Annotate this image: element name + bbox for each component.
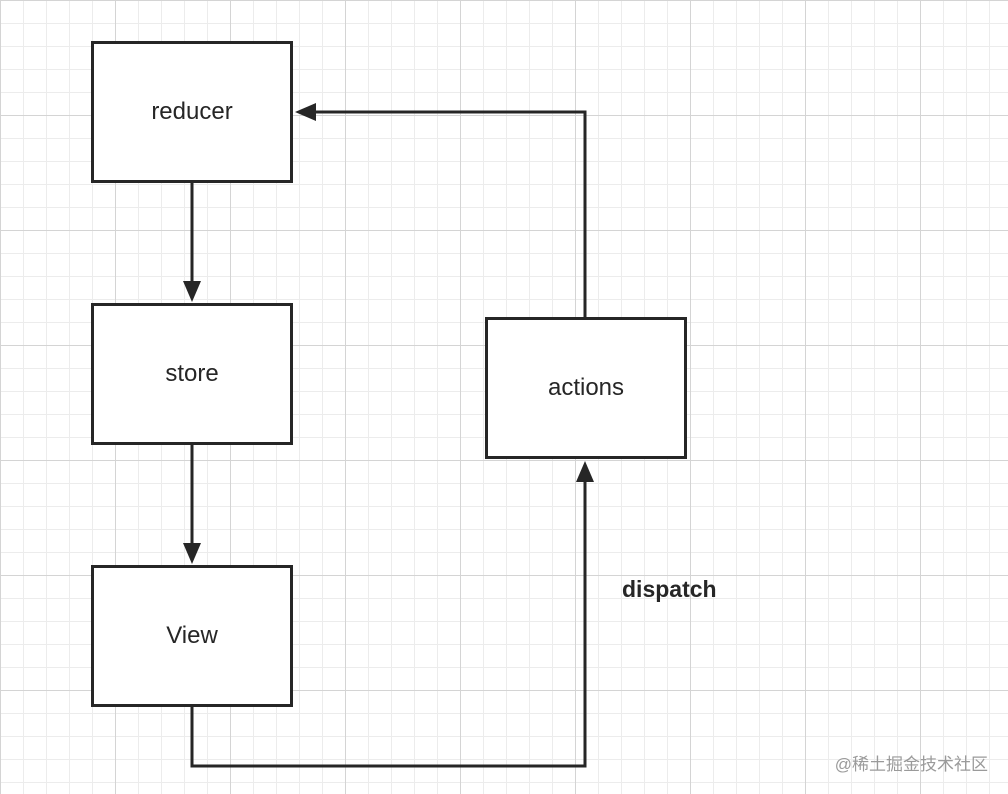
edge-label-dispatch: dispatch bbox=[622, 576, 717, 602]
arrowhead-view-to-actions bbox=[576, 461, 594, 482]
watermark-text: @稀土掘金技术社区 bbox=[834, 755, 988, 774]
arrowhead-actions-to-reducer bbox=[295, 103, 316, 121]
edge-view-to-actions bbox=[190, 480, 587, 768]
node-reducer: reducer bbox=[91, 41, 293, 183]
node-view-label: View bbox=[166, 622, 218, 649]
edge-actions-to-reducer bbox=[314, 110, 587, 317]
node-view: View bbox=[91, 565, 293, 707]
node-actions-label: actions bbox=[547, 374, 625, 401]
arrowhead-store-to-view bbox=[183, 543, 201, 564]
arrowhead-reducer-to-store bbox=[183, 281, 201, 302]
node-actions: actions bbox=[485, 317, 687, 459]
node-store: store bbox=[91, 303, 293, 445]
node-store-label: store bbox=[165, 360, 219, 387]
node-reducer-label: reducer bbox=[151, 98, 233, 125]
